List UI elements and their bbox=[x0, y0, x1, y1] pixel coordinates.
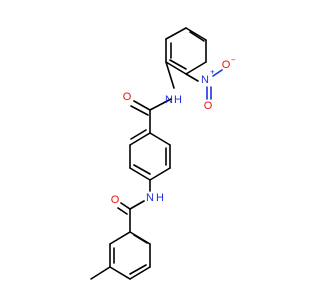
methylphenyl-ring bbox=[109, 208, 151, 280]
bond bbox=[149, 167, 171, 181]
amide-nitrogen-lower-label: N bbox=[146, 192, 154, 204]
amide-oxygen-upper-label: O bbox=[123, 91, 132, 103]
nitro-oxygen-top-charge: − bbox=[231, 56, 236, 65]
bond bbox=[117, 207, 128, 215]
bond bbox=[129, 200, 145, 210]
methyl-group bbox=[90, 266, 111, 280]
nitro-nitrogen-charge: + bbox=[210, 68, 215, 77]
amide-oxygen-lower-label: O bbox=[111, 194, 120, 206]
bond bbox=[149, 98, 172, 111]
molecule-svg: N + O − O O N H bbox=[90, 27, 236, 280]
bond bbox=[109, 266, 131, 280]
bond bbox=[133, 100, 151, 111]
bond bbox=[129, 132, 151, 146]
bond bbox=[129, 266, 151, 280]
amide-group-lower: N H O bbox=[111, 179, 164, 215]
bond bbox=[185, 73, 199, 82]
bond bbox=[130, 129, 147, 140]
central-benzene-ring bbox=[129, 109, 171, 181]
amide-nitrogen-upper-label: N bbox=[165, 94, 173, 106]
bond bbox=[109, 231, 131, 245]
bond bbox=[130, 105, 149, 116]
nitro-group: N + O − O bbox=[185, 56, 236, 112]
bond bbox=[149, 132, 171, 146]
bond bbox=[165, 61, 175, 89]
nitro-oxygen-top-label: O bbox=[222, 59, 231, 71]
bond bbox=[185, 61, 207, 75]
bond bbox=[129, 167, 151, 181]
amide-hydrogen-upper-label: H bbox=[174, 94, 182, 106]
bond bbox=[185, 27, 207, 41]
amide-hydrogen-lower-label: H bbox=[156, 192, 164, 204]
nitro-nitrogen-label: N bbox=[201, 74, 209, 86]
bond bbox=[129, 264, 147, 275]
nitrophenyl-ring bbox=[165, 27, 207, 75]
bond bbox=[133, 164, 151, 175]
bond bbox=[169, 59, 187, 70]
bond bbox=[133, 234, 148, 244]
bond bbox=[165, 27, 187, 40]
nitro-oxygen-bottom-label: O bbox=[204, 100, 213, 112]
molecule-structure-diagram: N + O − O O N H bbox=[90, 27, 236, 280]
bond bbox=[165, 61, 187, 75]
bond bbox=[212, 69, 223, 77]
bond bbox=[120, 202, 131, 210]
bond bbox=[189, 31, 205, 42]
bond bbox=[90, 266, 111, 280]
amide-group-upper: O N H bbox=[123, 61, 182, 116]
